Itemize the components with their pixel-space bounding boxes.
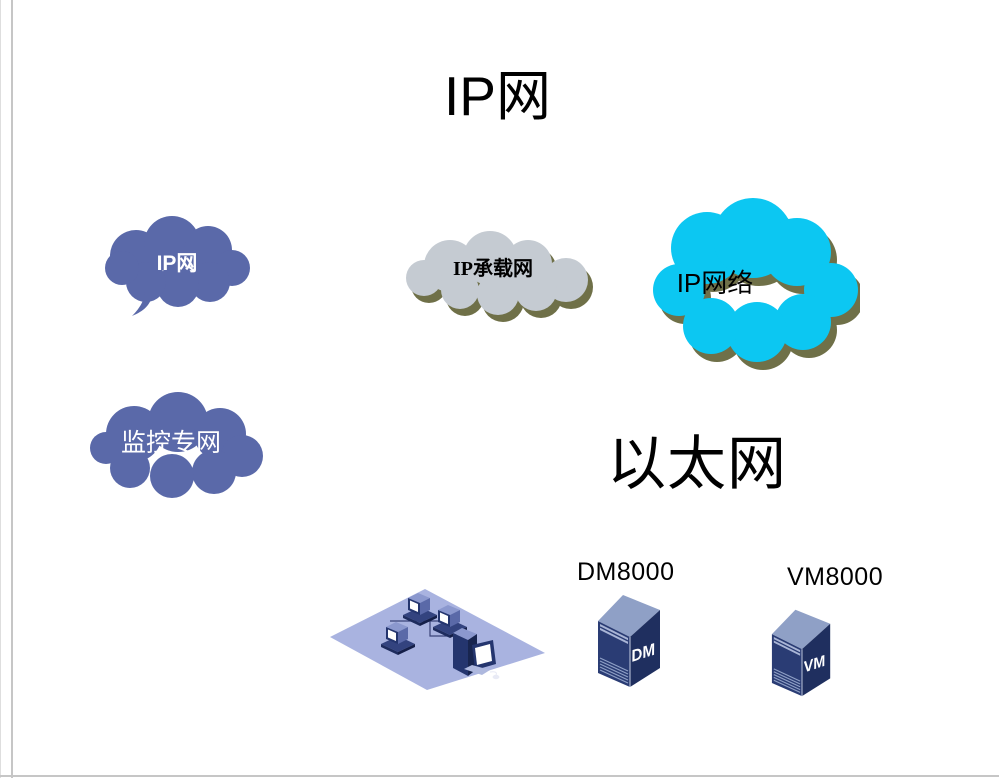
lan-network-icon[interactable] <box>326 583 548 703</box>
lan-plane <box>330 589 545 690</box>
ethernet-label[interactable]: 以太网 <box>607 431 788 497</box>
ip-network-cloud-label: IP网络 <box>677 268 754 298</box>
ip-bearer-cloud-label: IP承载网 <box>453 256 533 280</box>
surveillance-cloud-label: 监控专网 <box>121 429 221 457</box>
vm-badge: VM <box>802 652 827 676</box>
canvas-bottom-line <box>0 775 999 777</box>
surveillance-cloud[interactable]: 监控专网 <box>82 390 267 500</box>
ip-bubble-cloud[interactable]: IP网 <box>96 214 256 321</box>
dm8000-caption[interactable]: DM8000 <box>577 558 675 586</box>
page-title[interactable]: IP网 <box>444 65 551 127</box>
canvas-edge-line-inner <box>11 0 13 778</box>
ip-bubble-cloud-label: IP网 <box>157 252 198 275</box>
ip-bearer-cloud[interactable]: IP承载网 <box>398 228 598 328</box>
lan-server-workstation <box>453 628 500 680</box>
canvas-edge-line-outer <box>0 0 1 778</box>
ip-network-cloud[interactable]: IP网络 <box>645 198 860 373</box>
dm8000-server-icon[interactable]: DM <box>592 590 668 690</box>
vm8000-server-icon[interactable]: VM <box>766 605 838 699</box>
vm8000-caption[interactable]: VM8000 <box>787 563 884 591</box>
